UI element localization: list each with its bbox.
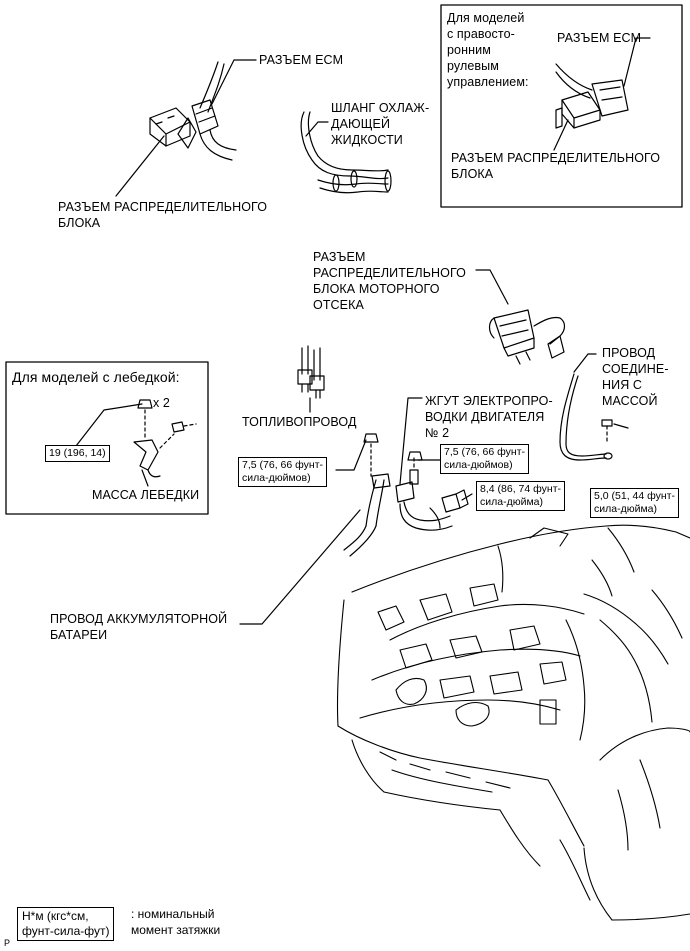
nut-illustration-1: [363, 433, 379, 477]
winch-ground-label: МАССА ЛЕБЕДКИ: [92, 488, 200, 502]
winch-torque-box: 19 (196, 14): [45, 445, 110, 462]
vehicle-illustration: [336, 524, 690, 921]
torque-box-bolt: 8,4 (86, 74 фунт- сила-дюйма): [476, 481, 565, 511]
engine-room-jb-label: РАЗЪЕМ РАСПРЕДЕЛИТЕЛЬНОГО БЛОКА МОТОРНОГ…: [313, 250, 466, 312]
junction-block-connector-illustration: [149, 107, 191, 147]
ground-wire-label: ПРОВОД СОЕДИНЕ- НИЯ С МАССОЙ: [602, 346, 669, 408]
ecm-connector-label: РАЗЪЕМ ECM: [259, 53, 344, 67]
torque-box-nut-left: 7,5 (76, 66 фунт- сила-дюймов): [238, 457, 327, 487]
engine-wire-harness-illustration: [343, 451, 469, 557]
legend-text: : номинальный момент затяжки: [131, 907, 221, 937]
torque-box-ground: 5,0 (51, 44 фунт- сила-дюйма): [590, 488, 679, 518]
engine-room-jb-connector-illustration: [488, 309, 566, 365]
ground-wire-illustration: [559, 373, 613, 461]
winch-ground-illustration: [133, 399, 197, 478]
junction-block-connector-label: РАЗЪЕМ РАСПРЕДЕЛИТЕЛЬНОГО БЛОКА: [58, 200, 268, 230]
coolant-hose-label: ШЛАНГ ОХЛАЖ- ДАЮЩЕЙ ЖИДКОСТИ: [331, 101, 430, 147]
page-marker: P: [4, 938, 11, 948]
rhd-junction-block-label: РАЗЪЕМ РАСПРЕДЕЛИТЕЛЬНОГО БЛОКА: [451, 151, 661, 181]
ecm-connector-illustration: [177, 61, 237, 161]
rhd-ecm-connector-label: РАЗЪЕМ ECM: [557, 31, 642, 45]
coolant-hose-illustration: [300, 111, 392, 194]
fuel-line-label: ТОПЛИВОПРОВОД: [242, 415, 357, 429]
winch-inset-title: Для моделей с лебедкой:: [12, 369, 180, 385]
battery-cable-label: ПРОВОД АККУМУЛЯТОРНОЙ БАТАРЕИ: [50, 612, 228, 642]
rhd-ecm-illustration: [555, 63, 629, 129]
torque-box-harness: 7,5 (76, 66 фунт- сила-дюймов): [440, 444, 529, 474]
winch-quantity-label: x 2: [153, 396, 170, 410]
engine-wire-harness-label: ЖГУТ ЭЛЕКТРОПРО- ВОДКИ ДВИГАТЕЛЯ № 2: [425, 394, 553, 440]
legend-torque-box: Н*м (кгс*см, фунт-сила-фут): [17, 907, 115, 941]
fuel-line-illustration: [297, 345, 325, 399]
rhd-inset-title: Для моделей с правосто- ронним рулевым у…: [447, 11, 529, 89]
